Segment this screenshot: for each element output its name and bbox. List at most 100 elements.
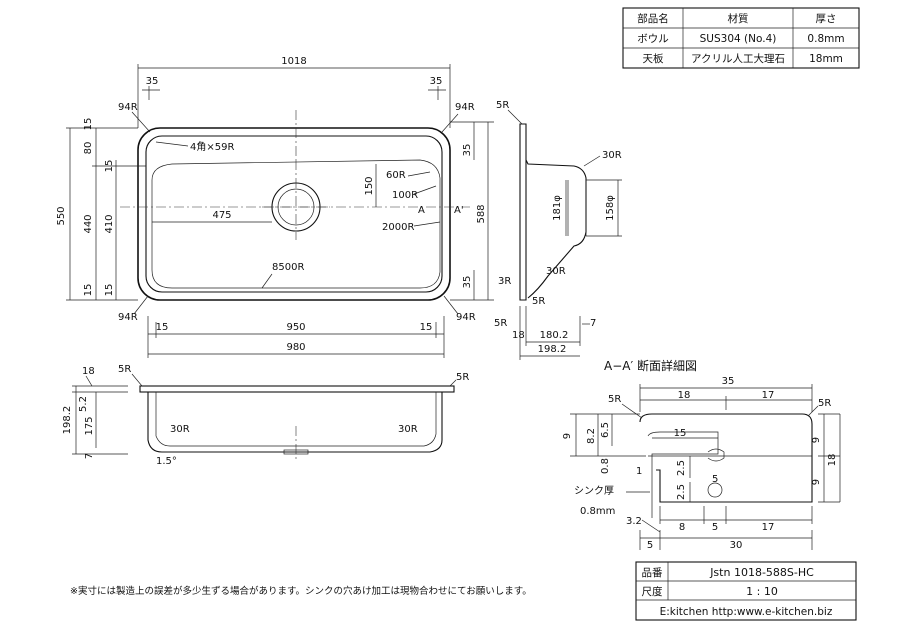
- front-dim-175: 175: [84, 416, 95, 435]
- side-view: 5R 30R 181φ 158φ 30R 3R 5R 5R 18 180.2 7…: [494, 100, 622, 360]
- section-mark-a-prime: A': [454, 205, 464, 216]
- part-number: Jstn 1018-588S-HC: [709, 566, 814, 579]
- dim-35-top-right: 35: [430, 76, 443, 87]
- side-radius-3: 3R: [498, 276, 511, 287]
- plan-view: 1018 35 35 94R 94R 94R 94R 4角×59R 550 80…: [56, 56, 494, 358]
- dim-35-top-left: 35: [146, 76, 159, 87]
- front-dim-7: 7: [84, 453, 95, 459]
- section-dim-2-5-a: 2.5: [676, 460, 687, 476]
- spec-row-bowl-thickness: 0.8mm: [807, 33, 844, 45]
- dim-550: 550: [56, 206, 67, 225]
- sink-thickness-label: シンク厚: [574, 485, 614, 497]
- section-dim-18-top: 18: [678, 390, 691, 401]
- section-dim-5: 5: [712, 474, 718, 485]
- scale-label: 尺度: [642, 585, 663, 598]
- radius-8500: 8500R: [272, 262, 304, 273]
- dim-35-right-top: 35: [462, 144, 473, 157]
- side-dim-18: 18: [512, 330, 525, 341]
- section-dim-3-2: 3.2: [626, 516, 642, 527]
- side-dim-198-2: 198.2: [538, 344, 567, 355]
- side-radius-5-top: 5R: [496, 100, 509, 111]
- dim-15-d: 15: [83, 284, 94, 297]
- dim-15-a: 15: [83, 118, 94, 131]
- front-radius-5-left: 5R: [118, 364, 131, 375]
- section-dim-17-top: 17: [762, 390, 775, 401]
- section-dim-0-8: 0.8: [600, 458, 611, 474]
- dim-588: 588: [476, 204, 487, 223]
- dim-410: 410: [104, 214, 115, 233]
- dim-980: 980: [286, 342, 305, 353]
- section-radius-5-right: 5R: [818, 398, 831, 409]
- section-dim-18-right: 18: [827, 454, 838, 467]
- spec-header-material: 材質: [728, 12, 749, 25]
- spec-row-top-thickness: 18mm: [809, 53, 843, 65]
- spec-row-top-part: 天板: [643, 52, 664, 65]
- section-dim-5-b: 5: [712, 522, 718, 533]
- dim-150: 150: [364, 176, 375, 195]
- spec-row-top-material: アクリル人工大理石: [691, 52, 785, 65]
- radius-2000: 2000R: [382, 222, 414, 233]
- dim-1018: 1018: [281, 56, 306, 67]
- manufacturing-note: ※実寸には製造上の誤差が多少生ずる場合があります。シンクの穴あけ加工は現物合わせ…: [70, 585, 532, 597]
- section-dim-6-5: 6.5: [600, 422, 611, 438]
- side-radius-30-top: 30R: [602, 150, 622, 161]
- section-dim-9-right-bottom: 9: [811, 479, 822, 485]
- company-info: E:kitchen http:www.e-kitchen.biz: [660, 606, 833, 618]
- front-view: 5R 5R 18 5.2 198.2 175 7 30R 30R 1.5°: [62, 364, 469, 467]
- title-block: 品番 Jstn 1018-588S-HC 尺度 1 : 10 E:kitchen…: [635, 561, 857, 621]
- front-dim-5-2: 5.2: [78, 396, 89, 412]
- dim-15-bottom-right: 15: [420, 322, 433, 333]
- radius-94-top-right: 94R: [455, 102, 475, 113]
- section-dim-17-bottom: 17: [762, 522, 775, 533]
- dim-15-b: 15: [104, 160, 115, 173]
- spec-table: 部品名 材質 厚さ ボウル SUS304 (No.4) 0.8mm 天板 アクリ…: [622, 7, 860, 69]
- side-dim-180-2: 180.2: [540, 330, 569, 341]
- radius-100: 100R: [392, 190, 418, 201]
- section-radius-5-left: 5R: [608, 394, 621, 405]
- section-dim-2-5-b: 2.5: [676, 484, 687, 500]
- sink-thickness-value: 0.8mm: [580, 506, 615, 517]
- dim-80: 80: [83, 142, 94, 155]
- spec-row-bowl-material: SUS304 (No.4): [700, 33, 777, 45]
- scale-value: 1 : 10: [746, 585, 778, 598]
- spec-header-thickness: 厚さ: [816, 13, 837, 25]
- spec-row-bowl-part: ボウル: [637, 33, 669, 45]
- side-dim-158: 158φ: [605, 195, 616, 221]
- side-radius-5-bottom: 5R: [494, 318, 507, 329]
- front-slope-angle: 1.5°: [156, 456, 177, 467]
- front-radius-30-left: 30R: [170, 424, 190, 435]
- section-title: A−A′ 断面詳細図: [604, 358, 697, 373]
- dim-440: 440: [83, 214, 94, 233]
- section-dim-9-right-top: 9: [811, 437, 822, 443]
- front-dim-18: 18: [82, 366, 95, 377]
- radius-94-bottom-right: 94R: [456, 312, 476, 323]
- spec-header-part: 部品名: [637, 12, 669, 25]
- section-dim-1: 1: [636, 466, 642, 477]
- front-radius-5-right: 5R: [456, 372, 469, 383]
- dim-35-right-bottom: 35: [462, 276, 473, 289]
- front-radius-30-right: 30R: [398, 424, 418, 435]
- section-dim-5-c: 5: [647, 540, 653, 551]
- radius-94-bottom-left: 94R: [118, 312, 138, 323]
- radius-60: 60R: [386, 170, 406, 181]
- dim-15-bottom-left: 15: [156, 322, 169, 333]
- dim-15-c: 15: [104, 284, 115, 297]
- section-mark-a: A: [418, 205, 425, 216]
- section-dim-30: 30: [730, 540, 743, 551]
- radius-94-top-left: 94R: [118, 102, 138, 113]
- side-radius-30-bottom: 30R: [546, 266, 566, 277]
- dim-475: 475: [212, 210, 231, 221]
- front-dim-198-2: 198.2: [62, 406, 73, 435]
- side-radius-5-mid: 5R: [532, 296, 545, 307]
- section-dim-9-left: 9: [562, 433, 573, 439]
- section-detail: A−A′ 断面詳細図 35 18 17 5R 5R 9 8.2 6.5 15 9: [562, 358, 841, 551]
- section-dim-8-2: 8.2: [586, 428, 597, 444]
- section-dim-15: 15: [674, 428, 687, 439]
- dim-950: 950: [286, 322, 305, 333]
- section-dim-8: 8: [679, 522, 685, 533]
- side-dim-181: 181φ: [552, 195, 563, 221]
- side-dim-7: 7: [590, 318, 596, 329]
- section-dim-35: 35: [722, 376, 735, 387]
